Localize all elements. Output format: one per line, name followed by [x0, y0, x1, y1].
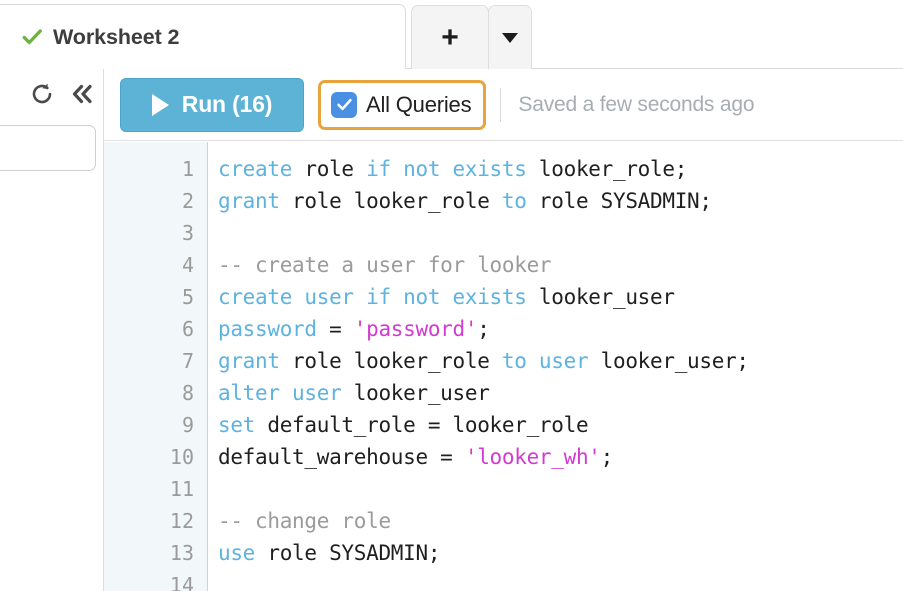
code-token: default_warehouse =: [218, 445, 465, 469]
toolbar-divider: [500, 87, 502, 122]
line-number: 12: [169, 509, 194, 533]
line-number: 14: [169, 573, 194, 591]
line-number: 6: [181, 317, 194, 341]
code-token: to user: [501, 349, 589, 373]
line-number: 5: [181, 285, 194, 309]
editor-code-area[interactable]: create role if not exists looker_role;gr…: [208, 142, 903, 591]
code-token: role SYSADMIN;: [526, 189, 712, 213]
code-token: ;: [477, 317, 490, 341]
code-token: looker_user: [526, 285, 675, 309]
code-line[interactable]: password = 'password';: [218, 313, 903, 345]
code-token: create user if not exists: [218, 285, 527, 309]
run-button[interactable]: Run (16): [120, 77, 304, 132]
code-token: role SYSADMIN;: [255, 541, 441, 565]
all-queries-checkbox[interactable]: [331, 91, 357, 118]
code-line[interactable]: alter user looker_user: [218, 377, 903, 409]
worksheet-menu-button[interactable]: [488, 5, 532, 69]
line-number: 4: [181, 253, 194, 277]
save-status: Saved a few seconds ago: [518, 92, 755, 116]
new-worksheet-button[interactable]: +: [411, 5, 489, 69]
code-line[interactable]: grant role looker_role to user looker_us…: [218, 345, 903, 377]
code-token: set: [218, 413, 256, 437]
check-icon: [22, 29, 42, 45]
code-line[interactable]: [218, 217, 903, 249]
code-line[interactable]: create user if not exists looker_user: [218, 281, 903, 313]
code-token: 'password': [353, 317, 478, 341]
tab-label: Worksheet 2: [53, 24, 180, 49]
code-line[interactable]: -- create a user for looker: [218, 249, 903, 281]
editor-toolbar: Run (16) All Queries Saved a few seconds…: [104, 69, 903, 141]
code-token: create: [218, 157, 293, 181]
code-line[interactable]: use role SYSADMIN;: [218, 537, 903, 569]
line-number: 10: [169, 445, 194, 469]
code-token: if not exists: [366, 157, 527, 181]
left-sidebar: [0, 69, 104, 591]
code-token: =: [316, 317, 354, 341]
all-queries-label: All Queries: [366, 91, 472, 117]
code-token: grant: [218, 189, 280, 213]
run-button-label: Run (16): [181, 91, 273, 117]
check-icon: [336, 98, 352, 111]
code-line[interactable]: grant role looker_role to role SYSADMIN;: [218, 185, 903, 217]
code-token: use: [218, 541, 256, 565]
code-line[interactable]: -- change role: [218, 505, 903, 537]
code-line[interactable]: default_warehouse = 'looker_wh';: [218, 441, 903, 473]
code-token: looker_user: [341, 381, 490, 405]
line-number: 11: [169, 477, 194, 501]
all-queries-toggle[interactable]: All Queries: [318, 79, 487, 130]
code-token: 'looker_wh': [464, 445, 601, 469]
sidebar-controls: [29, 81, 95, 107]
code-line[interactable]: [218, 569, 903, 591]
code-token: -- change role: [218, 509, 391, 533]
line-number: 7: [181, 349, 194, 373]
sidebar-search-box[interactable]: [0, 125, 96, 171]
code-token: -- create a user for looker: [218, 253, 552, 277]
line-number: 8: [181, 381, 194, 405]
code-token: to: [501, 189, 527, 213]
double-chevron-left-icon[interactable]: [69, 81, 95, 107]
refresh-icon[interactable]: [29, 81, 55, 107]
code-token: password: [218, 317, 317, 341]
play-icon: [151, 93, 169, 116]
code-token: grant: [218, 349, 280, 373]
tab-worksheet-2[interactable]: Worksheet 2: [0, 4, 406, 69]
code-token: role looker_role: [279, 189, 502, 213]
code-token: looker_role;: [526, 157, 688, 181]
code-token: alter user: [218, 381, 342, 405]
line-number: 2: [181, 189, 194, 213]
code-line[interactable]: set default_role = looker_role: [218, 409, 903, 441]
code-line[interactable]: [218, 473, 903, 505]
code-token: default_role = looker_role: [255, 413, 589, 437]
worksheet-tab-strip: Worksheet 2 +: [0, 0, 903, 69]
code-token: role: [292, 157, 367, 181]
code-token: looker_user;: [588, 349, 749, 373]
plus-icon: +: [441, 20, 459, 54]
line-number: 1: [181, 157, 194, 181]
line-number: 13: [169, 541, 194, 565]
line-number: 3: [181, 221, 194, 245]
code-line[interactable]: create role if not exists looker_role;: [218, 153, 903, 185]
line-number: 9: [181, 413, 194, 437]
code-token: role looker_role: [279, 349, 502, 373]
code-token: ;: [600, 445, 614, 469]
search-input[interactable]: [0, 126, 95, 170]
chevron-down-icon: [502, 32, 518, 43]
